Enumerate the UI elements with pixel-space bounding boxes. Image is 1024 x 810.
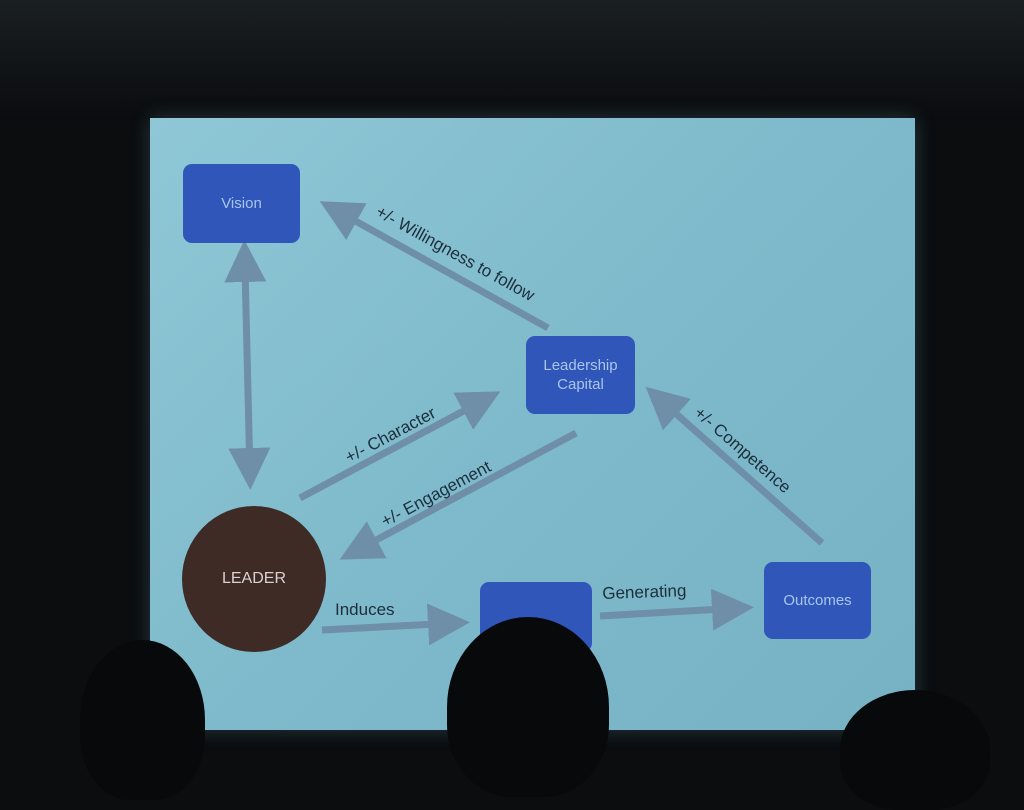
room-ceiling: [0, 0, 1024, 120]
arrow-generating: [599, 588, 754, 631]
capital-label-line1: Leadership: [543, 357, 618, 374]
induces-label: Induces: [335, 600, 395, 619]
audience-head-right: [840, 690, 990, 810]
vision-node: Vision: [183, 164, 300, 243]
audience-head-center: [447, 617, 609, 797]
outcomes-label: Outcomes: [783, 592, 852, 609]
arrow-engagement: [339, 429, 578, 560]
leadership-capital-node: Leadership Capital: [526, 336, 635, 414]
audience-head-left: [80, 640, 205, 800]
outcomes-node: Outcomes: [764, 562, 871, 639]
arrow-willingness: [319, 201, 550, 332]
leader-label: LEADER: [221, 570, 287, 587]
arrow-competence: [645, 386, 825, 546]
leader-node: LEADER: [182, 506, 326, 652]
generating-label: Generating: [602, 581, 687, 603]
vision-label: Vision: [221, 195, 262, 212]
capital-label-line2: Capital: [557, 376, 604, 393]
diagram-arrows: [224, 201, 825, 646]
arrow-induces: [321, 603, 470, 646]
arrow-vision-leader: [224, 240, 271, 490]
arrow-character: [298, 391, 501, 502]
